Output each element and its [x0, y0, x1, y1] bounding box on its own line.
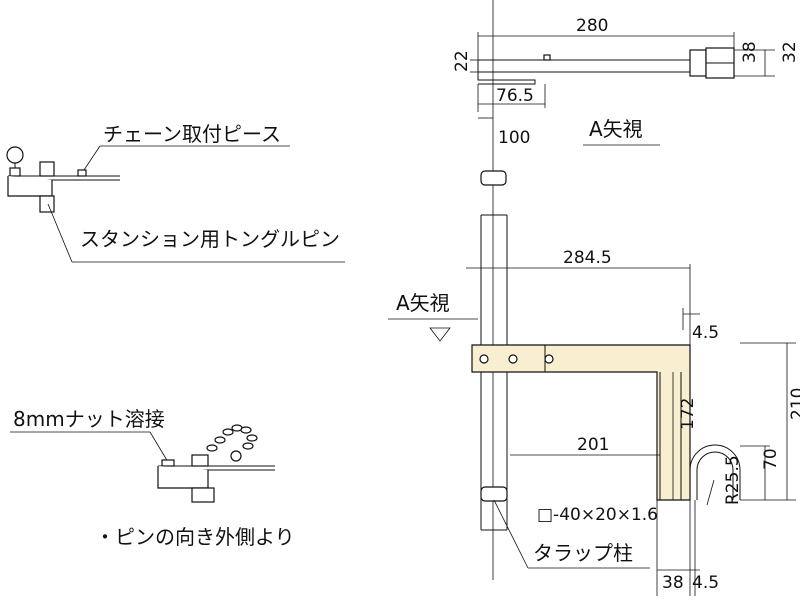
nut-weld-label: 8mmナット溶接 — [13, 407, 165, 431]
l-bracket — [471, 344, 691, 501]
detail-nut-weld: 8mmナット溶接 ・ピンの向き外側より — [10, 407, 295, 549]
dim-r25-5: R25.5 — [723, 455, 743, 505]
dim-201: 201 — [577, 435, 609, 455]
dim-100: 100 — [498, 128, 530, 148]
section-label: □-40×20×1.6 — [537, 505, 658, 525]
dim-22: 22 — [452, 50, 472, 72]
dim-4-5-top: 4.5 — [692, 323, 719, 343]
view-arrow-icon — [429, 327, 451, 342]
column-ring-bottom — [480, 486, 508, 502]
tongue-pin-label: スタンション用トングルピン — [80, 227, 340, 251]
column-ring-top — [480, 170, 507, 186]
dim-284-5: 284.5 — [563, 248, 612, 268]
bolt-head — [479, 354, 489, 364]
clamp-block — [689, 49, 707, 77]
dim-76-5: 76.5 — [496, 86, 534, 106]
eye-bolt-icon — [6, 146, 24, 164]
view-a-side-label: A矢視 — [396, 291, 450, 315]
dim-32: 32 — [780, 41, 800, 63]
column-label: タラップ柱 — [533, 541, 633, 565]
dim-172: 172 — [678, 398, 698, 430]
detail-chain-piece: チェーン取付ピース スタンション用トングルピン — [6, 122, 345, 263]
view-a-top-label: A矢視 — [589, 117, 643, 141]
dim-210: 210 — [788, 388, 800, 420]
chain-piece-label: チェーン取付ピース — [103, 122, 281, 146]
side-elevation-view: 284.5 A矢視 4.5 210 172 201 70 R25.5 □-40×… — [388, 214, 800, 596]
dim-70: 70 — [761, 448, 781, 470]
bolt-hole-1 — [508, 354, 518, 364]
u-hook — [689, 444, 741, 500]
dim-38-top: 38 — [740, 41, 760, 63]
bolt-hole-2 — [544, 354, 554, 364]
dim-280: 280 — [576, 16, 608, 36]
top-plan-view: 280 22 38 32 76.5 100 A矢視 — [452, 16, 800, 148]
chain-icon — [206, 424, 258, 462]
dim-38-bottom: 38 — [662, 573, 684, 593]
dim-4-5-bottom: 4.5 — [692, 573, 719, 593]
pin-note: ・ピンの向き外側より — [95, 525, 295, 549]
